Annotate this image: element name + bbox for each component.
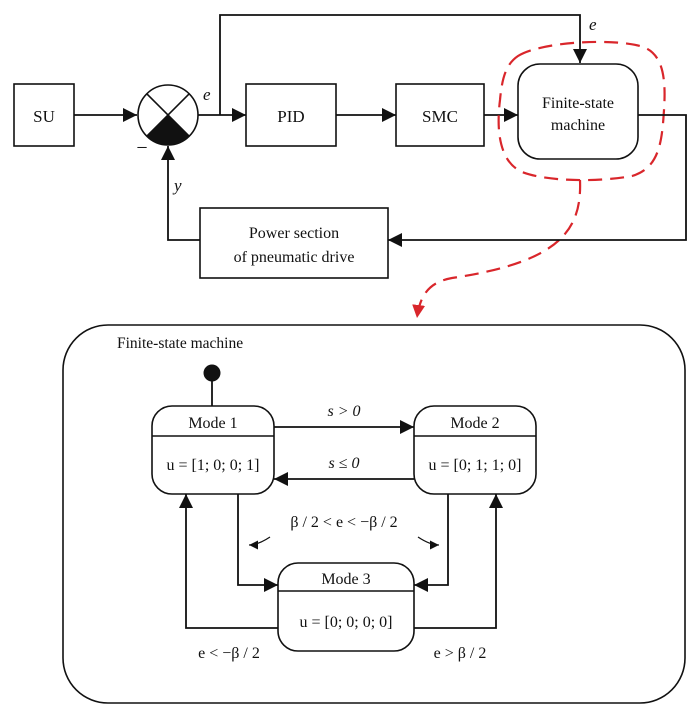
error-top-label: e: [589, 15, 597, 34]
transition-to-mode3-label: β / 2 < e < −β / 2: [290, 514, 397, 531]
smc-label: SMC: [422, 107, 458, 126]
zoom-arrow: [412, 179, 582, 319]
initial-state-dot: [203, 364, 221, 382]
mode-1-output: u = [1; 0; 0; 1]: [166, 457, 259, 474]
transition-m1-m2-label: s > 0: [327, 403, 360, 420]
transition-m3-m1: [179, 494, 278, 629]
power-label-line2: of pneumatic drive: [234, 249, 355, 266]
curved-pointer-right: [417, 536, 440, 550]
pid-label: PID: [277, 107, 304, 126]
transition-m2-m3: [414, 494, 449, 592]
fsm-block-label-line2: machine: [551, 117, 605, 134]
mode-2-output: u = [0; 1; 1; 0]: [428, 457, 521, 474]
feedback-wire: [161, 146, 200, 241]
pid-block: [245, 83, 337, 147]
mode-3-state: [277, 562, 415, 652]
curved-pointer-left: [248, 536, 271, 550]
transition-m3-m2-label: e > β / 2: [434, 645, 487, 662]
transition-m3-m2: [414, 494, 503, 629]
fsm-detail-title: Finite-state machine: [117, 335, 243, 352]
mode-1-state: [151, 405, 275, 495]
su-block: [13, 83, 75, 147]
fsm-block-label-line1: Finite-state: [542, 95, 614, 112]
power-section-block: [199, 207, 389, 279]
transition-m1-m3: [237, 494, 278, 592]
summing-junction: [137, 84, 199, 146]
mode-2-name: Mode 2: [450, 415, 499, 432]
minus-sign: −: [136, 137, 147, 159]
mode-2-state: [413, 405, 537, 495]
mode-3-name: Mode 3: [321, 571, 370, 588]
power-label-line1: Power section: [249, 225, 339, 242]
mode-1-name: Mode 1: [188, 415, 237, 432]
su-label: SU: [33, 107, 55, 126]
feedback-label: y: [172, 176, 182, 195]
transition-m3-m1-label: e < −β / 2: [198, 645, 260, 662]
error-signal-label: e: [203, 85, 211, 104]
fsm-to-power-wire: [388, 114, 687, 247]
transition-m2-m1-label: s ≤ 0: [328, 455, 359, 472]
mode-3-output: u = [0; 0; 0; 0]: [299, 614, 392, 631]
smc-block: [395, 83, 485, 147]
fsm-block: [517, 63, 639, 160]
error-feedforward-wire: [219, 14, 587, 115]
fsm-highlight-outline: [497, 40, 666, 182]
